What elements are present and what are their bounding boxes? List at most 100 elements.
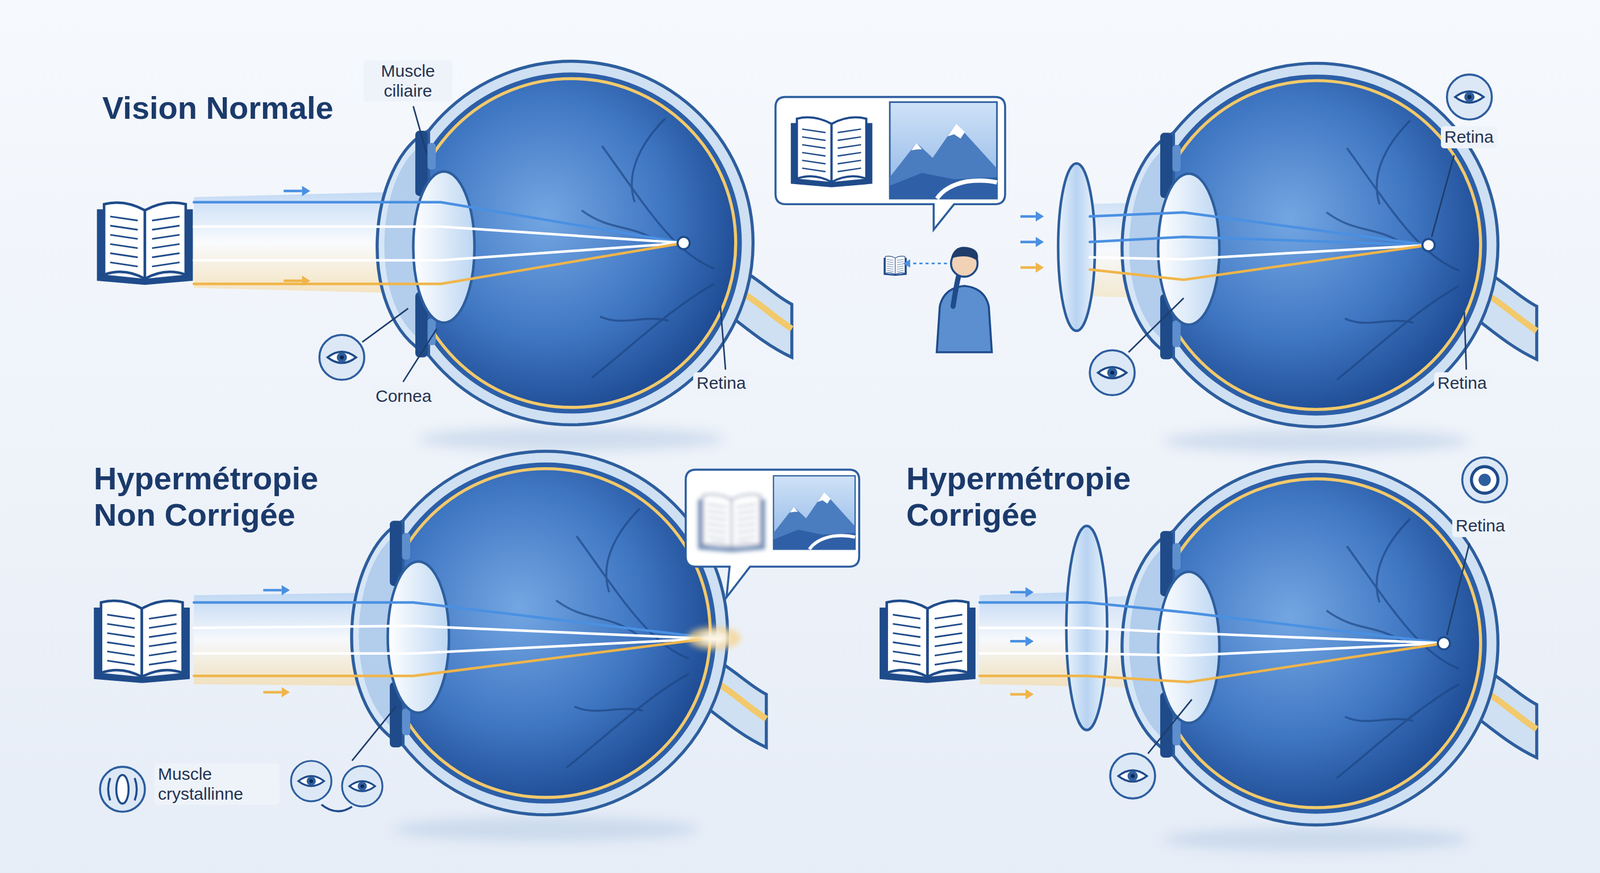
lens-eye-panel (790, 117, 873, 187)
lens-eye-panel (1020, 215, 1036, 218)
uncorrected-eye-panel (773, 475, 856, 549)
uncorrected-eye-panel (263, 588, 282, 591)
lens-eye-panel (952, 273, 960, 306)
normal-eye-panel (302, 185, 311, 197)
uncorrected-eye-panel (290, 760, 332, 802)
corrected-eye-panel (1025, 635, 1034, 647)
uncorrected-eye-panel (116, 775, 129, 804)
normal-eye-panel (402, 328, 437, 382)
lens-eye-panel (1089, 236, 1429, 245)
normal-eye-panel (362, 308, 409, 343)
normal-eye-panel (677, 236, 690, 250)
lens-eye-panel (1057, 163, 1095, 331)
lens-eye-panel (910, 262, 948, 265)
part-label: Cornea (372, 385, 435, 408)
uncorrected-eye-panel (342, 765, 383, 807)
lens-eye-panel (936, 285, 993, 353)
lens-eye-panel (1035, 211, 1044, 222)
uncorrected-eye-panel (352, 706, 397, 761)
corrected-eye-panel (1462, 457, 1508, 503)
corrected-eye-panel (1471, 466, 1499, 494)
uncorrected-eye-panel (100, 766, 145, 812)
uncorrected-eye-panel (193, 636, 720, 676)
part-label: Retina (1434, 372, 1491, 395)
lens-eye-panel (1447, 74, 1493, 120)
part-label: Retina (693, 372, 750, 395)
normal-eye-panel (377, 61, 793, 425)
uncorrected-eye-panel (93, 600, 190, 683)
corrected-eye-panel (1478, 473, 1491, 487)
panel-heading: Hypermétropie Corrigée (906, 460, 1174, 534)
normal-eye-panel (302, 275, 311, 286)
normal-eye-panel (283, 279, 302, 282)
lens-eye-panel (1128, 155, 1466, 370)
uncorrected-eye-panel (107, 777, 137, 801)
uncorrected-eye-panel (281, 686, 290, 698)
normal-eye-panel (193, 202, 684, 285)
uncorrected-eye-panel (100, 766, 145, 812)
corrected-eye-panel (1010, 639, 1026, 643)
part-label: Retina (1452, 514, 1509, 537)
corrected-eye-panel (1025, 586, 1034, 598)
normal-eye-panel (97, 61, 793, 425)
corrected-eye-panel (979, 643, 1444, 682)
corrected-eye-panel (1447, 543, 1470, 636)
uncorrected-eye-panel (321, 804, 353, 812)
lens-eye-panel (1464, 311, 1467, 370)
normal-eye-panel (319, 334, 365, 380)
lens-eye-panel (1128, 298, 1184, 353)
lens-eye-panel (902, 259, 911, 268)
lens-eye-panel (1431, 155, 1455, 237)
uncorrected-eye-panel (93, 451, 860, 815)
corrected-eye-panel (1010, 590, 1026, 594)
lens-eye-panel (1035, 262, 1044, 273)
corrected-eye-panel (879, 600, 976, 683)
normal-eye-panel (720, 306, 726, 370)
eye-shadow (418, 426, 725, 452)
corrected-eye-panel (979, 602, 1444, 644)
eye-shadow (392, 816, 699, 841)
uncorrected-eye-panel (193, 602, 720, 676)
corrected-eye-panel (979, 627, 1444, 644)
normal-eye-panel (193, 243, 684, 261)
lens-eye-panel (883, 256, 907, 277)
lens-eye-panel (1089, 212, 1429, 281)
corrected-eye-panel (1025, 689, 1034, 700)
corrected-eye-panel (1010, 692, 1026, 695)
normal-eye-panel (283, 189, 302, 193)
corrected-eye-panel (1462, 457, 1508, 503)
panel-heading: Vision Normale (102, 89, 334, 127)
uncorrected-eye-panel (281, 584, 290, 595)
lens-eye-panel (775, 63, 1537, 427)
lens-eye-panel (1089, 212, 1429, 245)
uncorrected-eye-panel (697, 494, 765, 552)
normal-eye-panel (362, 106, 726, 382)
corrected-eye-panel (979, 592, 1072, 686)
uncorrected-eye-panel (193, 602, 720, 640)
lens-eye-panel (1035, 236, 1044, 248)
panel-heading: Hypermétropie Non Corrigée (93, 460, 361, 534)
normal-eye-panel (413, 106, 427, 154)
corrected-eye-panel (1110, 753, 1156, 799)
lens-eye-panel (775, 97, 1006, 231)
part-label: Muscle ciliaire (363, 60, 453, 102)
uncorrected-eye-panel (687, 626, 741, 650)
corrected-eye-panel (979, 602, 1444, 682)
lens-eye-panel (1089, 350, 1135, 395)
normal-eye-panel (193, 226, 684, 244)
corrected-eye-panel (1437, 636, 1450, 650)
corrected-eye-panel (1147, 699, 1192, 754)
normal-eye-panel (193, 243, 684, 285)
normal-eye-panel (193, 202, 684, 244)
corrected-eye-panel (879, 457, 1537, 825)
uncorrected-eye-panel (193, 638, 720, 654)
lens-eye-panel (1089, 244, 1429, 280)
lens-eye-panel (951, 246, 979, 262)
uncorrected-eye-panel (263, 690, 282, 694)
lens-eye-panel (1122, 63, 1537, 427)
eye-shadow (1163, 826, 1470, 852)
lens-eye-panel (1020, 265, 1036, 269)
lens-eye-panel (1422, 238, 1436, 252)
